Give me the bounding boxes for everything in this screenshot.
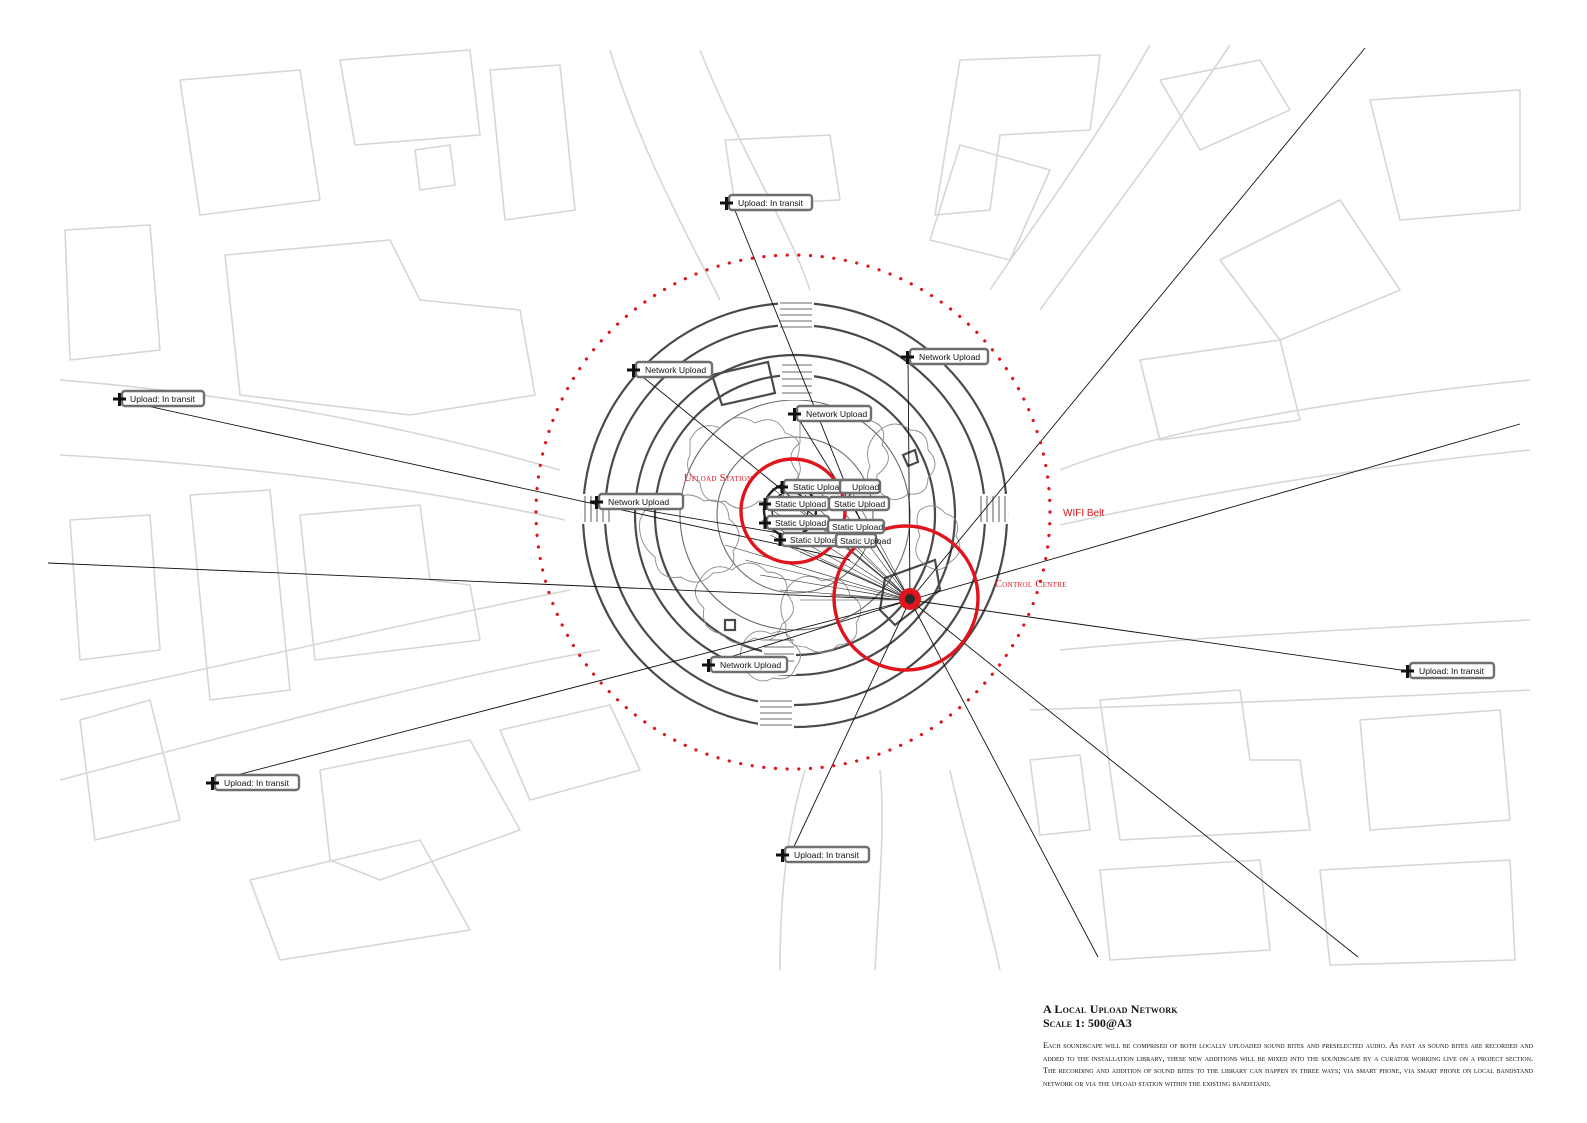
svg-text:Static Upload: Static Upload [832, 522, 883, 532]
caption-scale: Scale 1: 500@A3 [1043, 1016, 1132, 1030]
network-upload-tag[interactable]: Network Upload [590, 492, 685, 511]
svg-text:Static Upload: Static Upload [790, 535, 841, 545]
upload-station-label: Upload Station [684, 473, 752, 484]
upload-in-transit-tag[interactable]: Upload: In transit [776, 845, 871, 864]
caption-body: Each soundscape will be comprised of bot… [1043, 1041, 1533, 1088]
static-upload-tag[interactable]: Static Upload [759, 514, 831, 531]
svg-text:Upload: In transit: Upload: In transit [224, 778, 290, 788]
svg-text:Upload: In transit: Upload: In transit [794, 850, 860, 860]
entrance-north [778, 300, 814, 330]
svg-text:Network Upload: Network Upload [806, 409, 867, 419]
entrance-south [758, 698, 794, 728]
upload-in-transit-tag[interactable]: Upload: In transit [206, 773, 301, 792]
static-upload-tag[interactable]: Upload [838, 478, 882, 495]
svg-text:Network Upload: Network Upload [919, 352, 980, 362]
static-upload-tag[interactable]: Static Upload [827, 495, 891, 512]
network-upload-tag[interactable]: Network Upload [788, 404, 873, 423]
svg-text:Static Upload: Static Upload [793, 482, 844, 492]
entrance-east [978, 494, 1008, 524]
network-upload-tag[interactable]: Network Upload [627, 360, 714, 379]
upload-in-transit-tag[interactable]: Upload: In transit [720, 193, 814, 212]
svg-text:Static Upload: Static Upload [775, 499, 826, 509]
svg-text:Static Upload: Static Upload [775, 518, 826, 528]
static-upload-tag[interactable]: Static Upload [759, 495, 831, 512]
network-upload-tag[interactable]: Network Upload [702, 655, 789, 674]
network-upload-tag[interactable]: Network Upload [901, 347, 990, 366]
control-centre-label: Control Centre [995, 579, 1067, 590]
static-upload-tag[interactable]: Static Upload [826, 518, 886, 535]
control-centre-core [905, 594, 915, 604]
bandstand-plan [581, 300, 1009, 729]
svg-text:Network Upload: Network Upload [608, 497, 669, 507]
wifi-belt-ring [534, 253, 1052, 771]
wifi-belt-label: WIFI Belt [1063, 508, 1104, 519]
svg-text:Upload: Upload [852, 482, 879, 492]
upload-in-transit-tag[interactable]: Upload: In transit [113, 389, 206, 408]
svg-text:Network Upload: Network Upload [645, 365, 706, 375]
svg-text:Static Upload: Static Upload [840, 536, 891, 546]
static-upload-tag[interactable]: Static Upload [834, 532, 891, 549]
upload-in-transit-tag[interactable]: Upload: In transit [1401, 661, 1496, 680]
svg-text:Network Upload: Network Upload [720, 660, 781, 670]
caption-title: A Local Upload Network [1043, 1002, 1178, 1016]
control-centre-ring [832, 524, 980, 672]
caption-block: A Local Upload Network Scale 1: 500@A3 E… [1043, 1002, 1533, 1090]
svg-text:Static Upload: Static Upload [834, 499, 885, 509]
svg-text:Upload: In transit: Upload: In transit [1419, 666, 1485, 676]
svg-text:Upload: In transit: Upload: In transit [738, 198, 804, 208]
svg-text:Upload: In transit: Upload: In transit [130, 394, 196, 404]
